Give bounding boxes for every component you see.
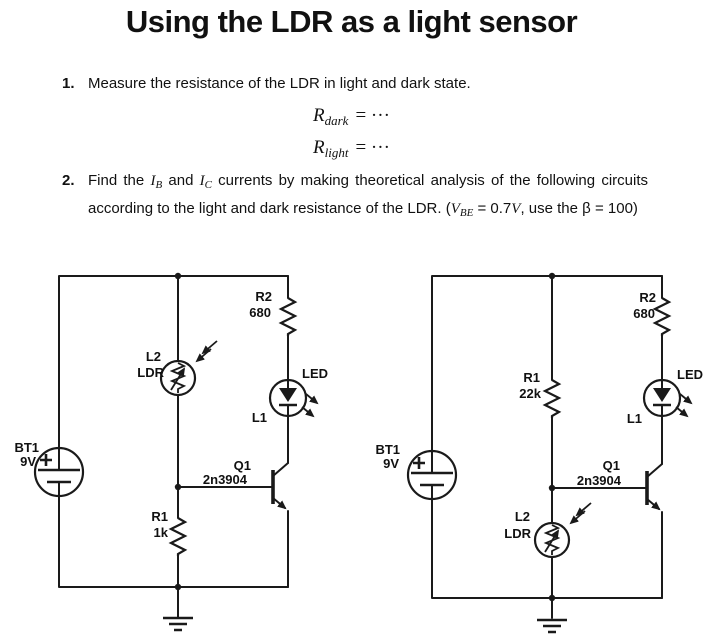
label-q1: Q1 [603, 458, 620, 473]
emission-arrow-icon [675, 406, 689, 418]
label-l1: L1 [627, 411, 642, 426]
circuit-right: R2 680 R1 22k LED L1 BT1 9V Q1 2n3904 L2… [375, 272, 703, 634]
led-triangle [279, 388, 297, 402]
ldr-l2-symbol [159, 340, 218, 397]
label-l1: L1 [252, 410, 267, 425]
i2-ib-sub: B [155, 179, 163, 191]
light-arrow-icon [569, 510, 586, 525]
resistor-r2-symbol [652, 297, 672, 336]
junction-dot [548, 484, 556, 492]
label-q1: Q1 [234, 458, 251, 473]
transistor-emitter-arrow [646, 498, 661, 511]
light-arrow-icon [575, 502, 592, 517]
instruction-2: 2. Find the IB and IC currents by making… [62, 169, 648, 225]
ground-bars [537, 618, 567, 634]
eq-rdark-value: = ··· [355, 105, 390, 126]
right-outer-loop-wire [431, 275, 663, 599]
junction-dot [174, 483, 182, 491]
led-l1-symbol [642, 378, 693, 418]
i2-seg-b: and [162, 172, 200, 189]
junction-dot [174, 272, 182, 280]
resistor-r1-symbol [168, 517, 188, 556]
instruction-1-text: Measure the resistance of the LDR in lig… [88, 75, 471, 92]
emission-arrow-icon [305, 393, 319, 405]
eq-rlight-symbol: R [313, 137, 325, 158]
resistor-r2-symbol [278, 297, 298, 336]
battery-bt1-symbol [33, 446, 85, 498]
label-bt1: BT1 [375, 442, 400, 457]
light-arrow-icon [201, 340, 218, 355]
eq-rlight-value: = ··· [355, 137, 390, 158]
i2-ib: I [150, 173, 156, 189]
i2-seg-d: = 0.7 [473, 200, 512, 217]
ldr-diagonal-arrow [544, 529, 560, 553]
equation-rdark: Rdark = ··· [313, 105, 390, 129]
transistor-q1-symbol [645, 463, 663, 511]
i2-vbe-sub: BE [459, 207, 474, 219]
label-9v: 9V [383, 456, 399, 471]
label-r1: R1 [151, 509, 168, 524]
light-arrow-icon [195, 348, 212, 363]
eq-rdark-symbol: R [313, 105, 325, 126]
emission-arrow-icon [301, 406, 315, 418]
label-r2: R2 [639, 290, 656, 305]
left-outer-loop-wire [58, 275, 289, 588]
equation-rlight: Rlight = ··· [313, 137, 390, 161]
label-9v: 9V [20, 454, 36, 469]
label-2n3904: 2n3904 [203, 472, 248, 487]
ground-symbol [537, 597, 567, 634]
ldr-diagonal-arrow [170, 367, 186, 391]
instruction-1-number: 1. [62, 75, 75, 92]
instruction-1: 1. Measure the resistance of the LDR in … [62, 72, 471, 95]
instruction-2-number: 2. [62, 172, 75, 189]
battery-plus-icon [413, 457, 425, 469]
battery-plus-icon [40, 454, 52, 466]
label-led: LED [677, 367, 703, 382]
eq-rdark-subscript: dark [324, 113, 349, 128]
transistor-collector [272, 462, 289, 477]
led-l1-symbol [268, 378, 319, 418]
label-r2-value: 680 [249, 305, 271, 320]
battery-bt1-symbol [406, 449, 458, 501]
label-l2: L2 [146, 349, 161, 364]
i2-ic: I [199, 173, 205, 189]
ldr-l2-symbol [533, 502, 592, 559]
ground-symbol [163, 586, 193, 632]
i2-ic-sub: C [204, 179, 212, 191]
i2-vbe: V [450, 201, 460, 217]
label-ldr: LDR [504, 526, 531, 541]
i2-seg-e: , use the β = 100) [520, 200, 638, 217]
ground-bars [163, 616, 193, 632]
label-r2: R2 [255, 289, 272, 304]
label-2n3904: 2n3904 [577, 473, 622, 488]
i2-seg-c: currents by making theoretical analysis … [88, 172, 648, 217]
label-led: LED [302, 366, 328, 381]
transistor-collector [646, 463, 663, 478]
junction-dot [548, 272, 556, 280]
label-bt1: BT1 [14, 440, 39, 455]
label-l2: L2 [515, 509, 530, 524]
instruction-2-text: Find the IB and IC currents by making th… [88, 169, 648, 225]
label-r1-value: 1k [154, 525, 169, 540]
transistor-emitter-arrow [272, 497, 287, 510]
eq-rlight-subscript: light [324, 145, 349, 160]
label-r1: R1 [523, 370, 540, 385]
resistor-r1-symbol [542, 379, 562, 418]
led-triangle [653, 388, 671, 402]
transistor-q1-symbol [271, 462, 289, 510]
label-r1-value: 22k [519, 386, 541, 401]
emission-arrow-icon [679, 393, 693, 405]
label-r2-value: 680 [633, 306, 655, 321]
i2-seg-a: Find the [88, 172, 151, 189]
i2-v-unit: V [511, 201, 521, 217]
circuit-left: R2 680 L2 LDR LED L1 BT1 9V Q1 2n3904 R1… [14, 272, 328, 632]
page-title: Using the LDR as a light sensor [125, 4, 578, 39]
label-ldr: LDR [137, 365, 164, 380]
